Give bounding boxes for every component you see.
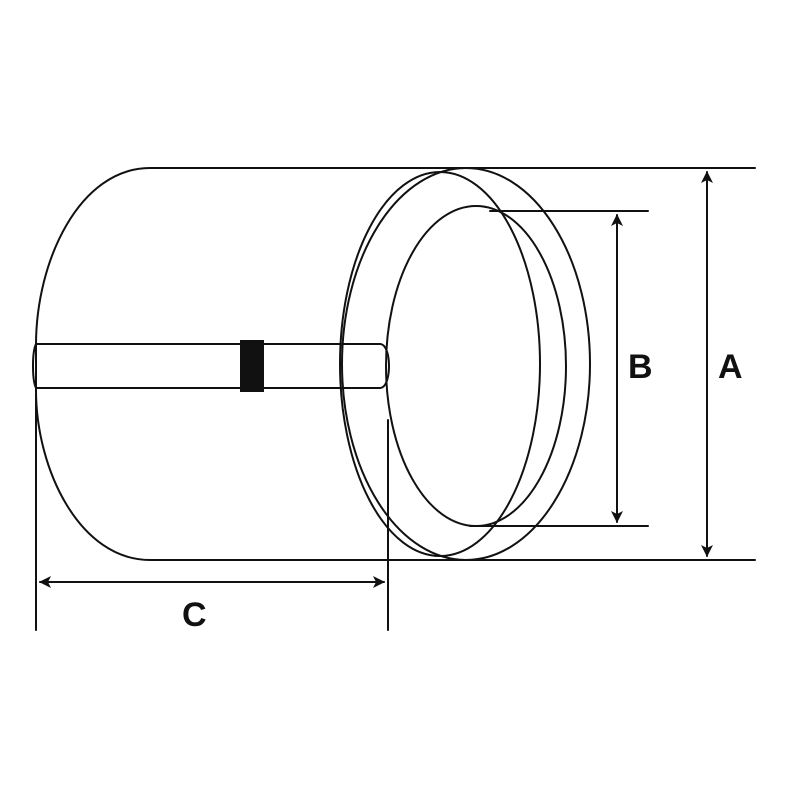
band-marker [240,340,264,392]
label-c: C [182,596,207,634]
front-rim-outer [341,167,591,561]
label-b: B [628,348,653,386]
band-left-edge [32,343,37,389]
label-a: A [718,348,743,386]
band-outline [35,343,390,389]
front-rim-back [339,171,541,557]
